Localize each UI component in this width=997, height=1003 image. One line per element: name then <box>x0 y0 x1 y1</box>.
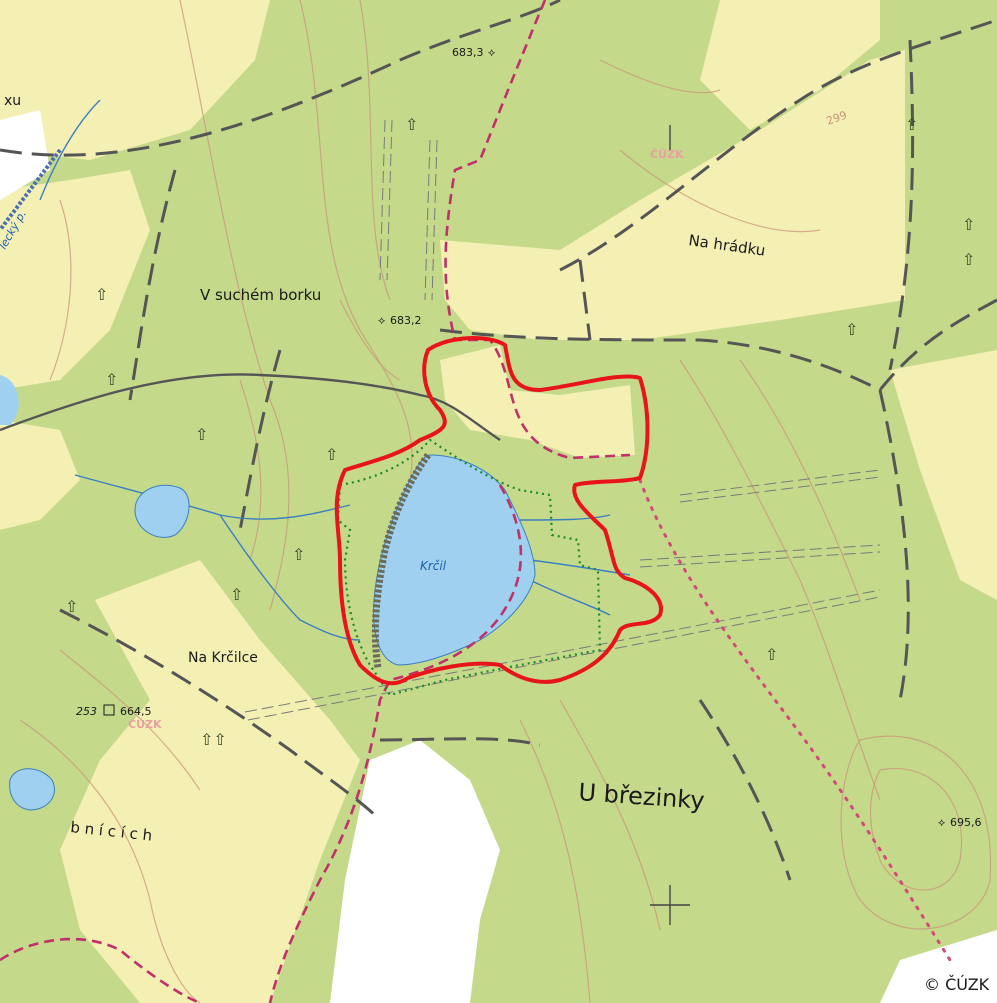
meadow-west-lower <box>0 420 80 530</box>
svg-text:683,3: 683,3 <box>452 46 484 59</box>
svg-text:⇧: ⇧ <box>105 370 118 389</box>
meadow-inside-boundary <box>440 345 635 458</box>
label-na-krcilce: Na Krčilce <box>188 650 258 666</box>
copyright: © ČÚZK <box>924 975 990 994</box>
protection-zone-boundary <box>334 336 663 686</box>
svg-text:253: 253 <box>76 705 97 718</box>
railway <box>0 148 62 232</box>
cadastral-boundary-sw <box>0 937 201 1003</box>
contour-lines <box>19 0 992 1003</box>
copyright-box <box>918 968 997 1000</box>
svg-text:⇧: ⇧ <box>765 645 778 664</box>
meadow-north-wedge <box>700 0 880 130</box>
meadow-east <box>890 350 997 600</box>
meadow-west-strip <box>0 170 150 390</box>
svg-text:683,2: 683,2 <box>390 314 422 327</box>
svg-text:⇧: ⇧ <box>230 585 243 604</box>
svg-text:⇧⇧: ⇧⇧ <box>200 730 227 749</box>
svg-text:⟡: ⟡ <box>378 314 385 327</box>
meadow-south-white <box>330 740 500 1003</box>
svg-text:⇧: ⇧ <box>65 597 78 616</box>
pond-sw <box>9 768 55 811</box>
watermark-north: ČÚZK <box>650 148 684 161</box>
svg-text:⇧: ⇧ <box>292 545 305 564</box>
cadastral-boundary-e <box>638 478 952 962</box>
forest-tracks <box>244 119 881 721</box>
svg-text:⇧: ⇧ <box>325 445 338 464</box>
cadastral-boundary <box>268 0 631 1003</box>
svg-text:⇧: ⇧ <box>962 250 975 269</box>
label-edge-xu: xu <box>4 93 21 109</box>
tree-symbols: ⇧ ⇧ ⇧ ⇧ ⇧ ⇧ ⇧ ⇧ ⇧ ⇧ ⇧ ⇧ ⇧ ⇧⇧ <box>65 115 975 749</box>
pond-west <box>134 484 190 538</box>
svg-text:⇧: ⇧ <box>845 320 858 339</box>
watermark-south: ČÚZK <box>128 718 162 731</box>
svg-text:⟡: ⟡ <box>488 46 495 59</box>
elevation-points: 683,3 ⟡ ⟡ 683,2 253 664,5 ⟡ 695,6 299 <box>76 46 982 829</box>
svg-text:695,6: 695,6 <box>950 816 982 829</box>
meadow-northwest <box>0 0 270 160</box>
pond-krcil <box>373 454 536 666</box>
svg-text:⟡: ⟡ <box>938 816 945 829</box>
svg-text:664,5: 664,5 <box>120 705 152 718</box>
svg-text:⇧: ⇧ <box>405 115 418 134</box>
svg-text:⇧: ⇧ <box>962 215 975 234</box>
label-v-suchem-borku: V suchém borku <box>200 286 321 304</box>
dashed-paths <box>0 0 997 881</box>
meadow-southwest <box>60 560 360 1003</box>
pond-edge-left <box>0 375 19 425</box>
svg-text:⇧: ⇧ <box>195 425 208 444</box>
protected-area-boundary <box>336 438 602 697</box>
label-pond-krcil: Krčil <box>420 559 447 573</box>
main-road <box>0 373 501 441</box>
svg-text:⇧: ⇧ <box>905 115 918 134</box>
svg-text:⇧: ⇧ <box>95 285 108 304</box>
survey-cross-icon <box>650 125 690 925</box>
